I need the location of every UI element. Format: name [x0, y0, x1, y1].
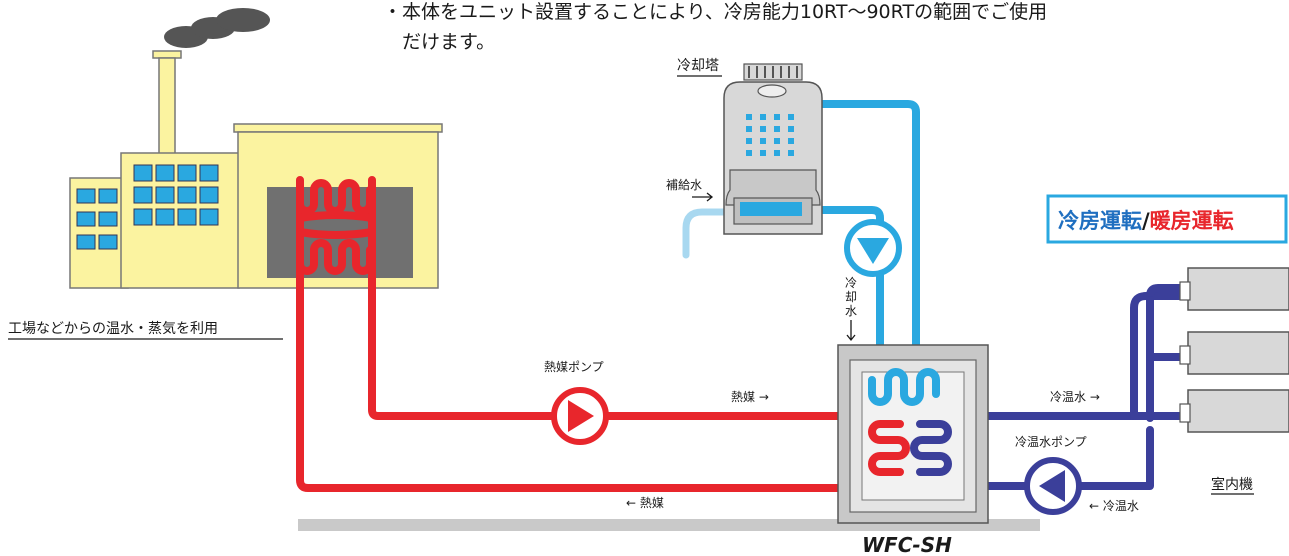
- heat-medium-pump-label: 熱媒ポンプ: [544, 360, 604, 374]
- factory-label: 工場などからの温水・蒸気を利用: [8, 321, 218, 337]
- makeup-water-arrow: [692, 192, 714, 202]
- wfc-sh-unit: [837, 344, 989, 524]
- chilled-water-supply-label: 冷温水 →: [1050, 390, 1100, 404]
- note-line-2: だけます。: [402, 31, 495, 53]
- cooling-tower-icon: [723, 63, 823, 235]
- cooling-water-loop: [682, 100, 924, 406]
- svg-text:冷房運転/暖房運転: 冷房運転/暖房運転: [1058, 209, 1234, 233]
- indoor-unit-2: [1179, 331, 1289, 375]
- cooling-water-pump-icon: [844, 219, 902, 277]
- unit-coils: [868, 368, 952, 476]
- cooling-water-label-2: 却: [845, 290, 857, 304]
- makeup-water-label: 補給水: [666, 178, 702, 192]
- heat-medium-supply-label: 熱媒 →: [731, 390, 769, 404]
- chilled-water-pump-label: 冷温水ポンプ: [1015, 435, 1087, 449]
- indoor-unit-label: 室内機: [1211, 476, 1253, 493]
- chilled-water-pump-icon: [1024, 457, 1082, 515]
- mode-heating: 暖房運転: [1150, 209, 1234, 233]
- heat-medium-pump-icon: [551, 387, 609, 445]
- mode-cooling: 冷房運転: [1058, 209, 1142, 233]
- cooling-tower-label: 冷却塔: [677, 58, 719, 74]
- factory-icon: [69, 8, 443, 289]
- indoor-unit-3: [1179, 389, 1289, 433]
- operation-mode-box: 冷房運転/暖房運転: [1046, 194, 1288, 244]
- indoor-unit-1: [1179, 267, 1289, 311]
- cooling-water-label-3: 水: [845, 304, 857, 318]
- chilled-water-return-label: ← 冷温水: [1089, 499, 1139, 513]
- indoor-units: [1179, 267, 1289, 433]
- cooling-water-label-1: 冷: [845, 276, 857, 290]
- note-line-1: ・本体をユニット設置することにより、冷房能力10RT〜90RTの範囲でご使用: [383, 1, 1047, 23]
- heat-medium-return-label: ← 熱媒: [626, 496, 664, 510]
- cooling-water-arrow: [846, 320, 856, 342]
- model-label: WFC-SH: [862, 533, 952, 556]
- mode-separator: /: [1142, 209, 1150, 233]
